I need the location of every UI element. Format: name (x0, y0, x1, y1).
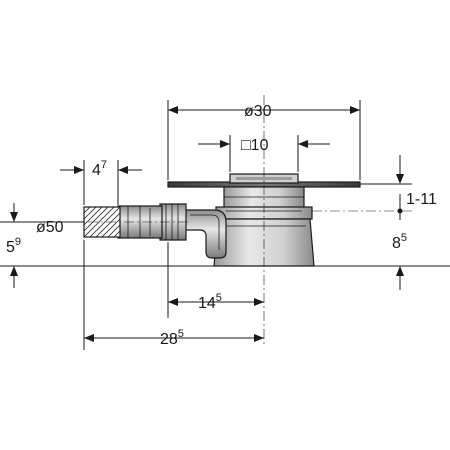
dim-body-height: 85 (312, 210, 412, 290)
dim-total-length: 285 (83, 240, 264, 350)
dim-height-left: 59 (0, 203, 84, 288)
dim-outlet-length-sup: 7 (101, 159, 107, 171)
svg-text:145: 145 (198, 292, 222, 312)
dim-height-range-value: 1-11 (406, 191, 437, 208)
dim-height-left-sup: 9 (15, 236, 21, 248)
dim-outlet-length-value: 4 (92, 162, 101, 179)
dim-body-height-sup: 5 (401, 232, 407, 244)
dim-height-left-value: 5 (6, 239, 15, 256)
dim-center-offset: 145 (167, 242, 264, 318)
svg-text:59: 59 (6, 236, 21, 256)
dim-height-range: 1-11 (360, 155, 437, 220)
dim-total-length-value: 28 (160, 331, 178, 348)
dim-body-height-value: 8 (392, 235, 401, 252)
dim-outlet-diameter: ø50 (36, 219, 64, 236)
svg-text:47: 47 (92, 159, 107, 179)
dim-outlet-diameter-prefix: ø (36, 219, 46, 236)
dim-grate-width-prefix: □ (241, 137, 251, 154)
svg-text:ø30: ø30 (244, 103, 272, 120)
outlet-elbow (183, 209, 227, 259)
shower-drain (70, 95, 361, 345)
dim-top-width-prefix: ø (244, 103, 254, 120)
dim-grate-width-value: 10 (251, 137, 269, 154)
svg-text:285: 285 (160, 328, 184, 348)
dim-center-offset-sup: 5 (216, 292, 222, 304)
dim-outlet-diameter-value: 50 (46, 219, 64, 236)
dim-outlet-length: 47 (60, 159, 142, 205)
dim-top-width-value: 30 (254, 103, 272, 120)
dim-center-offset-value: 14 (198, 295, 216, 312)
svg-text:85: 85 (392, 232, 407, 252)
dim-top-width: ø30 (167, 100, 361, 180)
svg-text:□10: □10 (241, 137, 269, 154)
dim-grate-width: □10 (198, 135, 330, 172)
dim-total-length-sup: 5 (178, 328, 184, 340)
